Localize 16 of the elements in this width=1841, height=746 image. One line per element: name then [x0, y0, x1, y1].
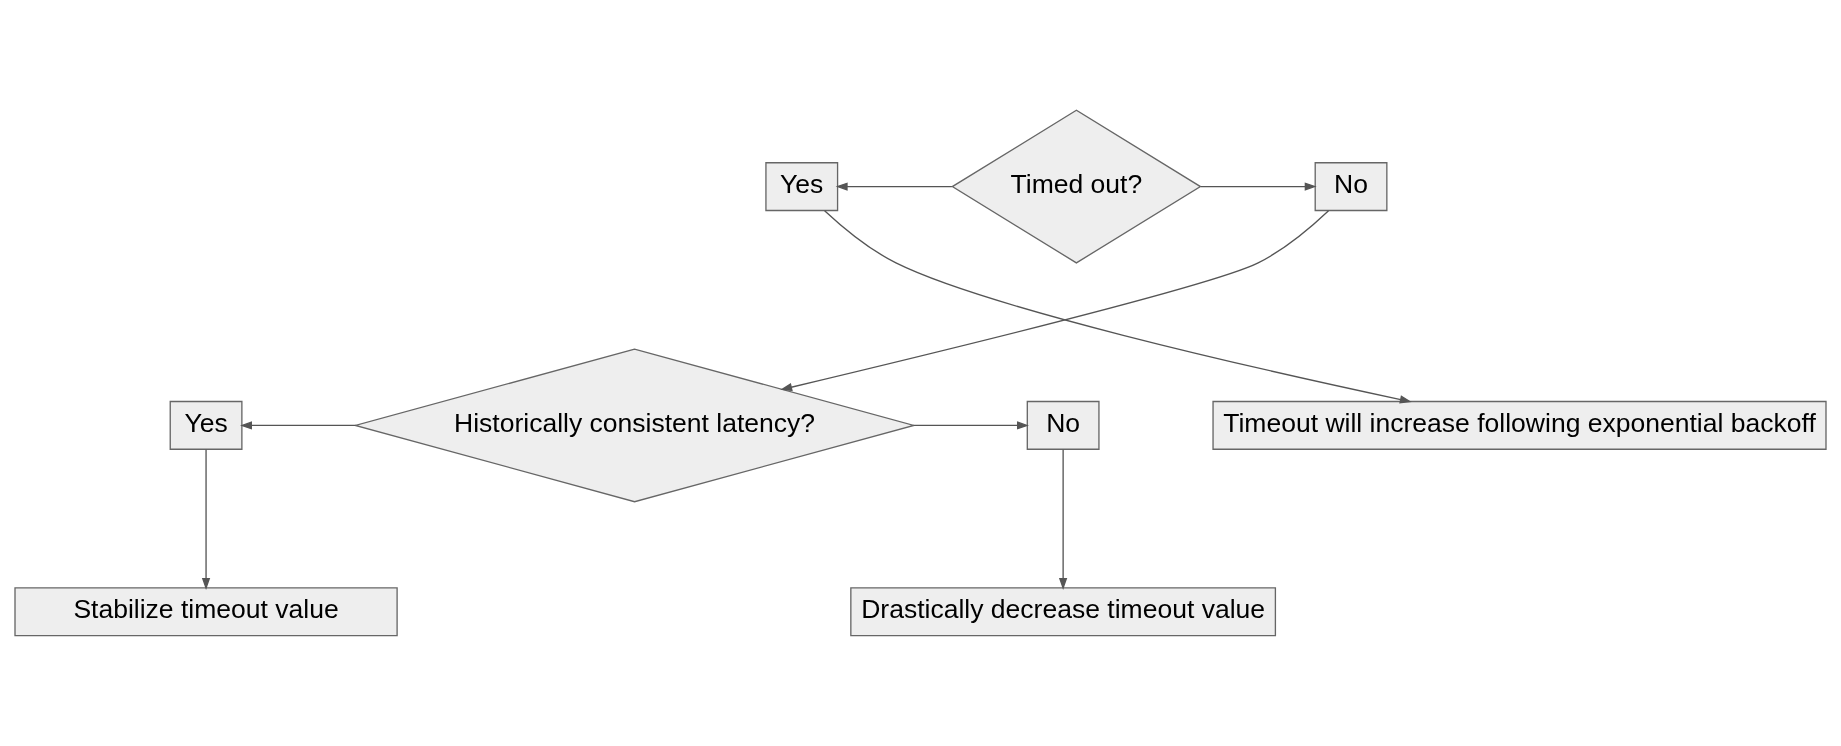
node-box: No [1314, 162, 1388, 212]
arrow [1200, 182, 1317, 191]
node-box: Drastically decrease timeout value [850, 587, 1277, 637]
arrow [1058, 448, 1068, 590]
arrow [835, 182, 953, 191]
node-diamond: Timed out? [951, 109, 1202, 264]
arrow [201, 448, 211, 590]
node-box: Stabilize timeout value [14, 587, 398, 637]
arrow [240, 421, 357, 430]
arrow [823, 210, 1412, 404]
node-box: Yes [169, 400, 243, 450]
node-box: Timeout will increase following exponential backoff [1212, 400, 1827, 450]
node-box: Yes [765, 162, 839, 212]
node-box: No [1026, 400, 1100, 450]
arrow [780, 210, 1330, 392]
arrow [913, 421, 1029, 430]
